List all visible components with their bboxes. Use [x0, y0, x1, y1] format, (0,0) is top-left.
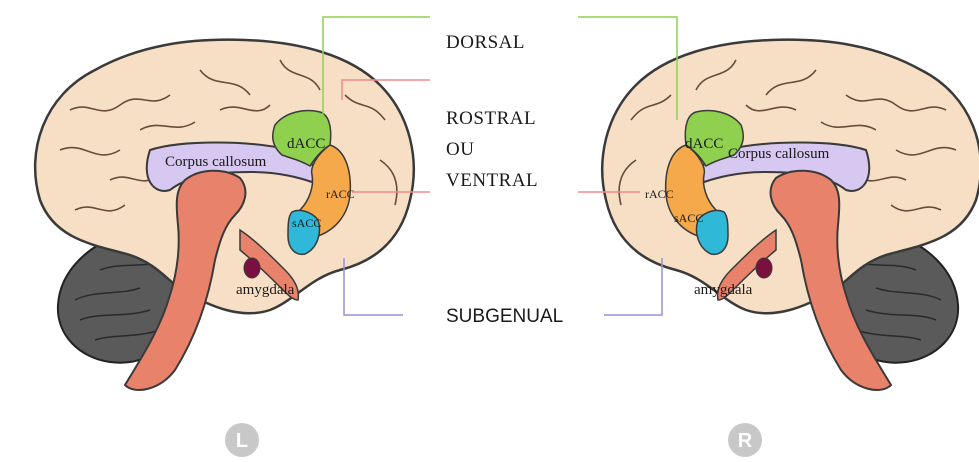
left-amygdala [244, 258, 260, 278]
rostral-label-line1: ROSTRAL [446, 108, 536, 129]
left-corpus-callosum-label: Corpus callosum [165, 154, 267, 170]
left-dacc-label: dACC [287, 136, 325, 152]
right-subgenual-connector [604, 258, 662, 315]
rostral-label-line3: VENTRAL [446, 170, 538, 191]
right-sacc-label: sACC [674, 211, 703, 225]
rostral-label-line2: OU [446, 139, 474, 160]
right-amygdala-label: amygdala [694, 282, 753, 298]
left-sacc-label: sACC [292, 216, 321, 230]
right-amygdala [756, 258, 772, 278]
left-side-letter: L [236, 430, 248, 452]
dorsal-label: DORSAL [446, 32, 525, 53]
right-side-letter: R [738, 430, 753, 452]
right-racc-label: rACC [645, 187, 674, 201]
left-amygdala-label: amygdala [236, 282, 295, 298]
right-dacc-label: dACC [685, 136, 723, 152]
right-hemisphere [602, 40, 979, 390]
right-corpus-callosum-label: Corpus callosum [728, 146, 830, 162]
left-racc-label: rACC [326, 187, 355, 201]
left-hemisphere: Corpus callosum dACC rACC sACC amygdala … [35, 40, 414, 457]
subgenual-label: SUBGENUAL [446, 306, 563, 327]
